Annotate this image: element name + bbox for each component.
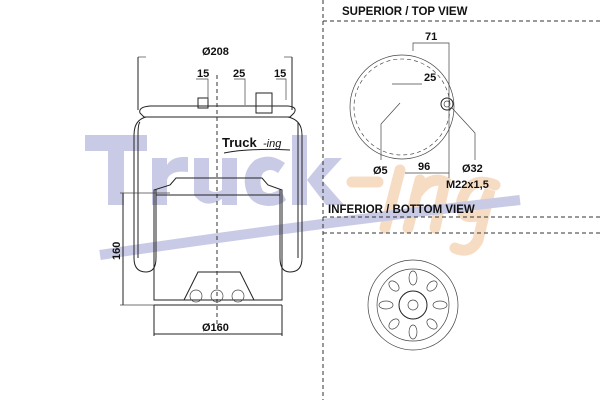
- dim-96: 96: [418, 161, 430, 173]
- dim-right-offset: 15: [274, 68, 286, 80]
- stud: [197, 97, 209, 109]
- dim-71: 71: [425, 31, 437, 43]
- dim-top-diameter: Ø208: [202, 46, 229, 58]
- watermark: [85, 135, 521, 260]
- dim-thread: M22x1,5: [446, 179, 489, 191]
- dim-height: 160: [111, 242, 123, 260]
- air-port: [255, 92, 273, 114]
- dim-hole: Ø5: [373, 165, 388, 177]
- dim-center-offset: 25: [233, 68, 245, 80]
- dim-left-offset: 15: [197, 68, 209, 80]
- logo-suffix: -ing: [263, 138, 282, 150]
- logo-main: Truck: [222, 135, 257, 150]
- dim-bottom-diameter: Ø160: [202, 322, 229, 334]
- bottom-view-title: INFERIOR / BOTTOM VIEW: [328, 204, 475, 216]
- top-view-title: SUPERIOR / TOP VIEW: [342, 6, 468, 18]
- dim-25: 25: [424, 72, 436, 84]
- bottom-view: INFERIOR / BOTTOM VIEW: [328, 204, 475, 351]
- dim-port: Ø32: [462, 163, 483, 175]
- side-view: Ø208 15 25 15 160 Ø160 Truck -ing: [111, 46, 303, 336]
- top-view: SUPERIOR / TOP VIEW 71 25 Ø5 96 Ø32 M22x…: [342, 6, 489, 191]
